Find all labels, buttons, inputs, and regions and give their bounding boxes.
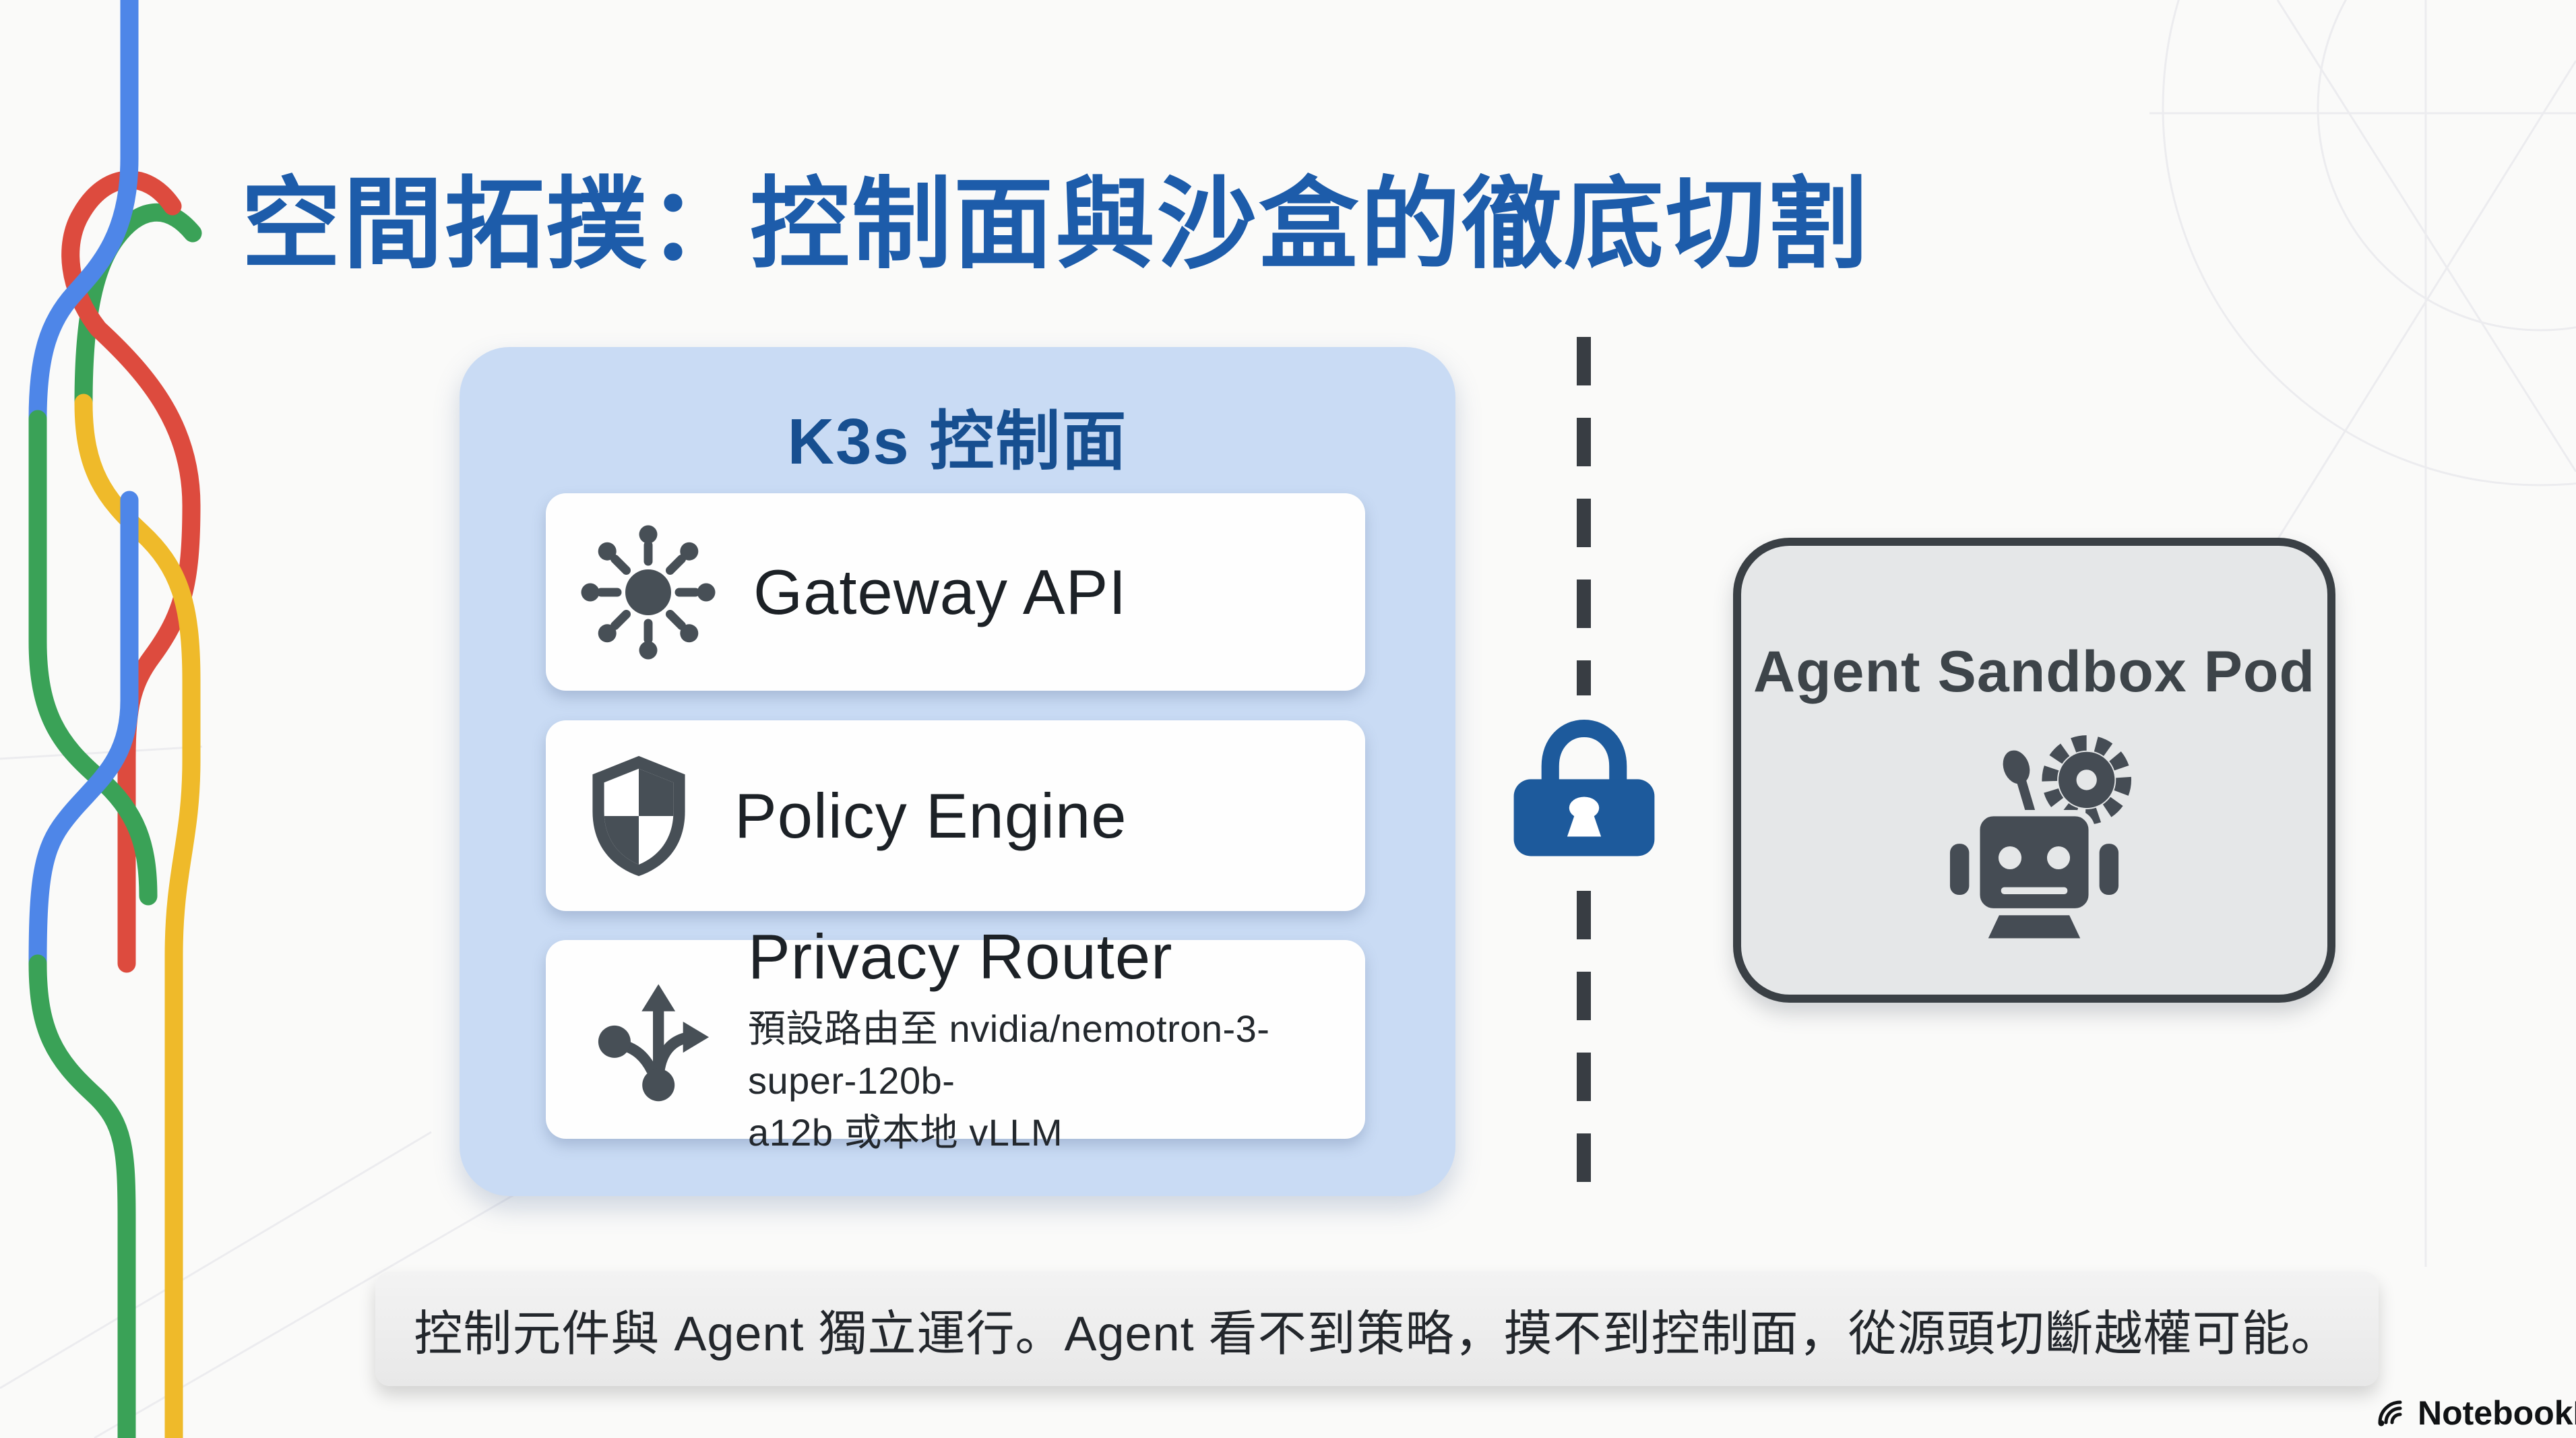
branding-text: NotebookLM: [2418, 1394, 2576, 1432]
card-label: Policy Engine: [734, 780, 1127, 851]
shield-icon: [581, 751, 697, 881]
policy-engine-card: Policy Engine: [546, 720, 1365, 911]
lock-icon: [1504, 709, 1664, 865]
route-icon: [581, 975, 710, 1104]
decorative-braid: [28, 0, 202, 1438]
control-plane-title: K3s 控制面: [787, 406, 1128, 478]
footer-note-text: 控制元件與 Agent 獨立運行。Agent 看不到策略，摸不到控制面，從源頭切…: [414, 1307, 2340, 1361]
page-title: 空間拓撲：控制面與沙盒的徹底切割: [241, 169, 1869, 280]
hub-icon: [581, 525, 716, 660]
privacy-router-card: Privacy Router 預設路由至 nvidia/nemotron-3-s…: [546, 921, 1365, 1154]
card-sublabel: 預設路由至 nvidia/nemotron-3-super-120b-a12b …: [748, 1007, 1270, 1154]
sandbox-pod-box: Agent Sandbox Pod: [1733, 538, 2335, 1003]
robot-gear-icon: [1913, 716, 2156, 951]
footer-note-bar: 控制元件與 Agent 獨立運行。Agent 看不到策略，摸不到控制面，從源頭切…: [375, 1272, 2379, 1386]
separator-dashed-line: [1577, 891, 1591, 1189]
branding: NotebookLM: [2375, 1394, 2576, 1433]
card-label: Gateway API: [753, 556, 1127, 627]
gateway-api-card: Gateway API: [546, 493, 1365, 691]
separator-dashed-line: [1577, 337, 1591, 695]
sandbox-pod-title: Agent Sandbox Pod: [1753, 639, 2315, 704]
card-label: Privacy Router: [748, 920, 1173, 992]
control-plane-box: K3s 控制面 Gateway API: [460, 347, 1455, 1196]
notebooklm-logo-icon: [2375, 1396, 2410, 1431]
